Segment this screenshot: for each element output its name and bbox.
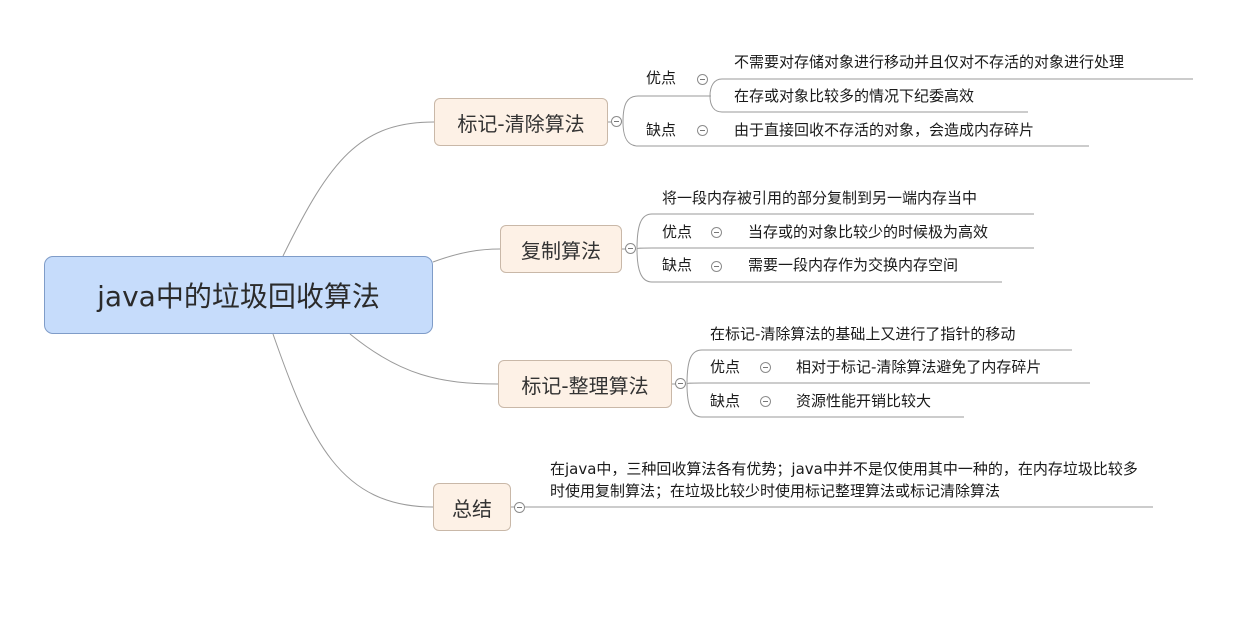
mark-compact-cons-detail-1[interactable]: 资源性能开销比较大 [796, 392, 932, 410]
collapse-toggle-icon[interactable] [625, 243, 636, 254]
mark-compact-pros-label[interactable]: 优点 [710, 358, 741, 376]
branch-summary[interactable]: 总结 [433, 483, 511, 531]
copying-pros-label[interactable]: 优点 [662, 223, 693, 241]
collapse-toggle-icon[interactable] [611, 116, 622, 127]
collapse-toggle-icon[interactable] [514, 502, 525, 513]
collapse-toggle-icon[interactable] [760, 396, 771, 407]
mark-sweep-pros-label[interactable]: 优点 [646, 69, 677, 87]
mark-compact-cons-label[interactable]: 缺点 [710, 392, 741, 410]
summary-text[interactable]: 在java中，三种回收算法各有优势；java中并不是仅使用其中一种的，在内存垃圾… [550, 460, 1138, 500]
collapse-toggle-icon[interactable] [697, 125, 708, 136]
mark-compact-description[interactable]: 在标记-清除算法的基础上又进行了指针的移动 [710, 325, 1016, 343]
mark-sweep-pros-detail-2[interactable]: 在存或对象比较多的情况下纪委高效 [734, 87, 975, 105]
mark-sweep-cons-label[interactable]: 缺点 [646, 121, 677, 139]
copying-pros-detail-1[interactable]: 当存或的对象比较少的时候极为高效 [748, 223, 989, 241]
branch-mark-sweep[interactable]: 标记-清除算法 [434, 98, 608, 146]
branch-mark-compact[interactable]: 标记-整理算法 [498, 360, 672, 408]
mark-sweep-cons-detail-1[interactable]: 由于直接回收不存活的对象，会造成内存碎片 [734, 121, 1035, 139]
mark-sweep-pros-detail-1[interactable]: 不需要对存储对象进行移动并且仅对不存活的对象进行处理 [734, 53, 1125, 71]
root-topic[interactable]: java中的垃圾回收算法 [44, 256, 433, 334]
mark-compact-pros-detail-1[interactable]: 相对于标记-清除算法避免了内存碎片 [796, 358, 1042, 376]
collapse-toggle-icon[interactable] [711, 261, 722, 272]
collapse-toggle-icon[interactable] [697, 74, 708, 85]
branch-copying[interactable]: 复制算法 [500, 225, 622, 273]
collapse-toggle-icon[interactable] [675, 378, 686, 389]
collapse-toggle-icon[interactable] [711, 227, 722, 238]
copying-cons-detail-1[interactable]: 需要一段内存作为交换内存空间 [748, 256, 959, 274]
collapse-toggle-icon[interactable] [760, 362, 771, 373]
copying-description[interactable]: 将一段内存被引用的部分复制到另一端内存当中 [662, 189, 978, 207]
copying-cons-label[interactable]: 缺点 [662, 256, 693, 274]
